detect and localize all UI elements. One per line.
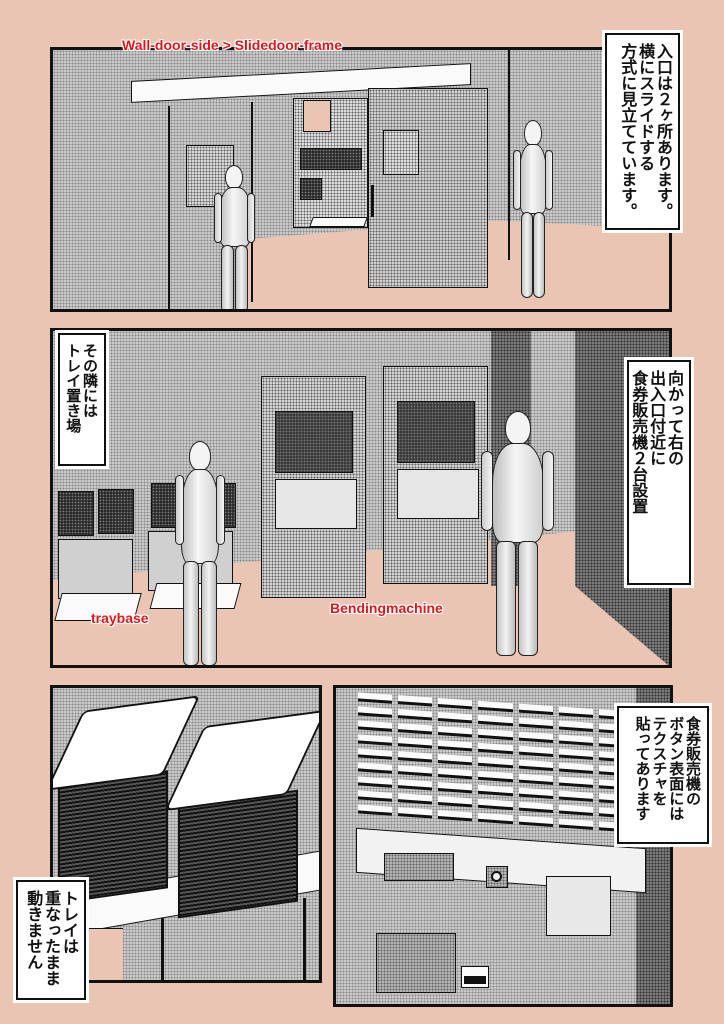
ticket-outlet [376,933,456,993]
interior-window [303,100,331,132]
change-slot-opening [464,976,486,984]
tray-stack-right [178,789,298,919]
caption-line: 入口は２ヶ所あります。 [654,43,673,219]
caption-trays: トレイは 重なったまま 動きません [13,877,89,1003]
caption-line: 方式に見立てています。 [618,43,638,219]
machine-buttons [397,401,475,463]
button-grid [358,692,633,833]
tray-top-left [53,695,201,791]
tray-top-right [164,709,319,812]
door-window [383,130,419,175]
bill-slot [546,876,611,936]
label-bendingmachine: Bendingmachine [330,600,443,616]
dial-icon [491,871,502,882]
caption-line: ボタン表面には [667,716,686,821]
caption-tray-area: その隣には トレイ置き場 [55,330,109,469]
caption-line: 食券販売機２台設置 [629,370,649,514]
traybase-left [58,539,133,599]
caption-line: トレイ置き場 [64,343,83,433]
sliding-door-right [368,88,488,288]
caption-line: 動きません [24,890,44,970]
caption-line: 食券販売機の [684,716,702,806]
panel-machine-closeup [333,685,673,1007]
table-leg [161,918,164,980]
caption-line: 向かって右の [665,370,684,466]
mannequin-figure [211,165,261,309]
mannequin-figure [478,411,558,661]
caption-button-texture: 食券販売機の ボタン表面には テクスチャを 貼ってあります [614,703,712,847]
caption-line: その隣には [81,343,99,418]
panel-entrance [50,47,672,312]
panel-tray-and-machines [50,328,672,668]
caption-line: 貼ってあります [633,716,652,821]
mannequin-figure [171,441,231,665]
caption-line: テクスチャを [650,716,669,806]
mannequin-figure [511,120,556,300]
label-traybase: traybase [91,610,149,626]
tray-stack [98,489,134,534]
caption-line: 重なったまま [42,890,62,986]
kitchen-oven [300,178,322,200]
floor-cart [309,217,368,227]
caption-machines: 向かって右の 出入口付近に 食券販売機２台設置 [624,357,694,588]
label-slidedoor-frame: Wall-door-side > Slidedoor-frame [122,37,343,53]
caption-line: 横にスライドする [636,43,656,171]
kitchen-counter [300,148,362,170]
caption-line: 出入口付近に [647,370,667,466]
door-edge [168,106,170,309]
door-handle [371,185,374,217]
machine-panel [275,479,357,529]
wall-corner [508,50,510,260]
caption-entrance: 入口は２ヶ所あります。 横にスライドする 方式に見立てています。 [602,30,683,233]
caption-line: トレイは [60,890,79,954]
table-leg [303,898,306,980]
machine-panel [397,469,479,519]
bill-display [384,853,454,881]
tray-stack [58,491,94,536]
machine-buttons [275,411,353,473]
panel-tray-closeup [50,685,322,983]
